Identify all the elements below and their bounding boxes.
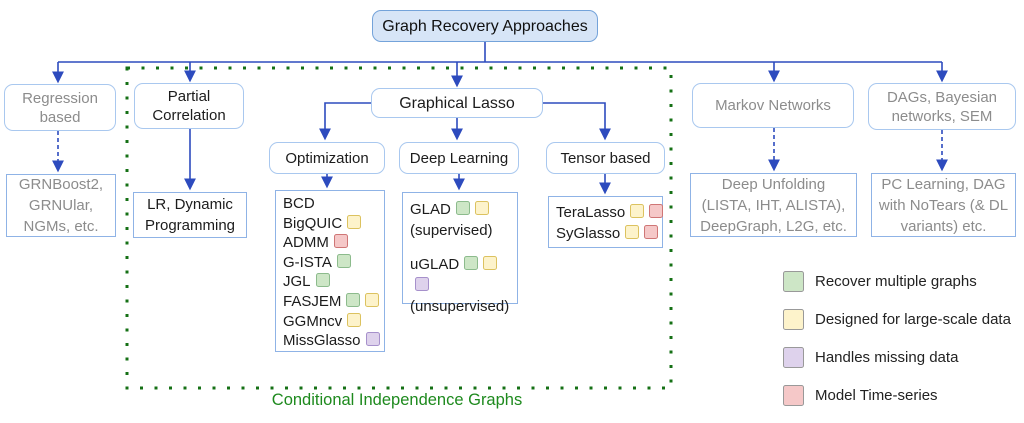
time-series-tag — [644, 225, 659, 239]
markov-methods-label: Deep Unfolding (LISTA, IHT, ALISTA), Dee… — [700, 175, 847, 235]
method-name: GGMncv — [283, 312, 343, 330]
legend-item-label: Model Time-series — [815, 387, 938, 404]
method-item: BigQUIC — [283, 214, 382, 234]
missing-data-tag — [415, 277, 429, 291]
legend-swatch-icon — [783, 271, 804, 292]
node-graph-recovery-approaches: Graph Recovery Approaches — [372, 10, 598, 42]
node-dags-bayesian-sem: DAGs, Bayesian networks, SEM — [868, 83, 1016, 130]
leaf-tensor-methods: TeraLasso SyGlasso — [548, 196, 664, 248]
leaf-dags-methods: PC Learning, DAG with NoTears (& DL vari… — [871, 173, 1016, 237]
large-scale-tag — [365, 292, 380, 307]
method-tags — [410, 256, 498, 294]
multiple-graphs-tag — [346, 292, 361, 307]
method-tags — [342, 312, 362, 330]
method-item: TeraLasso — [556, 202, 664, 223]
node-deep-learning: Deep Learning — [399, 142, 519, 174]
legend: Recover multiple graphs Designed for lar… — [783, 271, 1011, 406]
method-name: MissGlasso — [283, 332, 361, 350]
time-series-tag — [649, 204, 664, 218]
method-tags — [329, 234, 348, 251]
deep-learning-label: Deep Learning — [409, 149, 509, 167]
legend-item: Designed for large-scale data — [783, 309, 1011, 330]
large-scale-tag — [625, 225, 640, 239]
time-series-tag — [333, 234, 348, 249]
method-name: BCD — [283, 195, 315, 212]
legend-item-label: Recover multiple graphs — [815, 273, 977, 290]
method-item: SyGlasso — [556, 223, 660, 244]
missing-data-tag — [365, 332, 380, 347]
dags-methods-label: PC Learning, DAG with NoTears (& DL vari… — [878, 175, 1009, 235]
method-name: JGL — [283, 273, 311, 291]
legend-item: Model Time-series — [783, 385, 1011, 406]
optimization-label: Optimization — [285, 149, 369, 167]
large-scale-tag — [474, 201, 489, 215]
partial-correlation-methods-label: LR, Dynamic Programming — [144, 196, 236, 234]
legend-swatch-icon — [783, 385, 804, 406]
tensor-based-label: Tensor based — [560, 149, 651, 167]
method-subtitle: (unsupervised) — [410, 298, 510, 315]
arrow-to-tensor-based — [543, 102, 611, 141]
method-tags — [341, 292, 380, 310]
large-scale-tag — [347, 214, 362, 229]
root-label: Graph Recovery Approaches — [382, 17, 588, 35]
legend-swatch-icon — [783, 347, 804, 368]
method-item: uGLAD (unsupervised) — [410, 254, 515, 317]
method-tags — [620, 225, 659, 242]
arrow-to-optimization — [319, 102, 371, 141]
node-regression-based: Regression based — [4, 84, 116, 131]
method-name: GLAD — [410, 201, 451, 218]
legend-item-label: Designed for large-scale data — [815, 311, 1011, 328]
method-item: MissGlasso — [283, 331, 382, 351]
method-item: ADMM — [283, 233, 382, 253]
method-item: GGMncv — [283, 312, 382, 332]
method-item: GLAD (supervised) — [410, 199, 515, 241]
multiple-graphs-tag — [315, 273, 330, 288]
method-name: FASJEM — [283, 292, 342, 310]
leaf-partial-correlation-methods: LR, Dynamic Programming — [133, 192, 247, 238]
leaf-markov-methods: Deep Unfolding (LISTA, IHT, ALISTA), Dee… — [690, 173, 857, 237]
method-item: G-ISTA — [283, 253, 382, 273]
method-tags — [451, 201, 489, 218]
dags-label: DAGs, Bayesian networks, SEM — [886, 88, 998, 125]
method-tags — [332, 253, 351, 271]
method-name: TeraLasso — [556, 204, 626, 221]
markov-networks-label: Markov Networks — [715, 97, 831, 114]
method-subtitle: (supervised) — [410, 222, 493, 239]
region-label: Conditional Independence Graphs — [271, 391, 523, 409]
partial-correlation-label: Partial Correlation — [152, 88, 226, 124]
legend-item: Handles missing data — [783, 347, 1011, 368]
method-name: uGLAD — [410, 256, 460, 273]
method-name: BigQUIC — [283, 214, 343, 232]
method-tags — [625, 204, 664, 221]
method-name: G-ISTA — [283, 253, 332, 271]
node-optimization: Optimization — [269, 142, 385, 174]
graphical-lasso-label: Graphical Lasso — [399, 94, 515, 112]
method-item: FASJEM — [283, 292, 382, 312]
method-tags — [361, 332, 380, 349]
node-tensor-based: Tensor based — [546, 142, 665, 174]
regression-label: Regression based — [22, 89, 98, 126]
node-graphical-lasso: Graphical Lasso — [371, 88, 543, 118]
large-scale-tag — [630, 204, 645, 218]
method-name: SyGlasso — [556, 225, 621, 242]
large-scale-tag — [347, 312, 362, 327]
multiple-graphs-tag — [455, 201, 470, 215]
leaf-regression-methods: GRNBoost2, GRNUlar, NGMs, etc. — [6, 174, 116, 237]
leaf-optimization-methods: BCD BigQUIC ADMM G-ISTA JGL FASJEM GGM — [275, 190, 385, 352]
legend-item: Recover multiple graphs — [783, 271, 1011, 292]
legend-swatch-icon — [783, 309, 804, 330]
method-item: JGL — [283, 272, 382, 292]
multiple-graphs-tag — [336, 253, 351, 268]
node-markov-networks: Markov Networks — [692, 83, 854, 128]
method-tags — [342, 214, 362, 232]
multiple-graphs-tag — [464, 256, 479, 270]
leaf-deep-learning-methods: GLAD (supervised) uGLAD (unsupervised) — [402, 192, 518, 315]
regression-methods-label: GRNBoost2, GRNUlar, NGMs, etc. — [18, 176, 104, 235]
legend-item-label: Handles missing data — [815, 349, 959, 366]
method-item: BCD — [283, 194, 382, 214]
node-partial-correlation: Partial Correlation — [134, 83, 244, 129]
method-name: ADMM — [283, 234, 329, 252]
method-tags — [311, 273, 330, 290]
large-scale-tag — [483, 256, 498, 270]
